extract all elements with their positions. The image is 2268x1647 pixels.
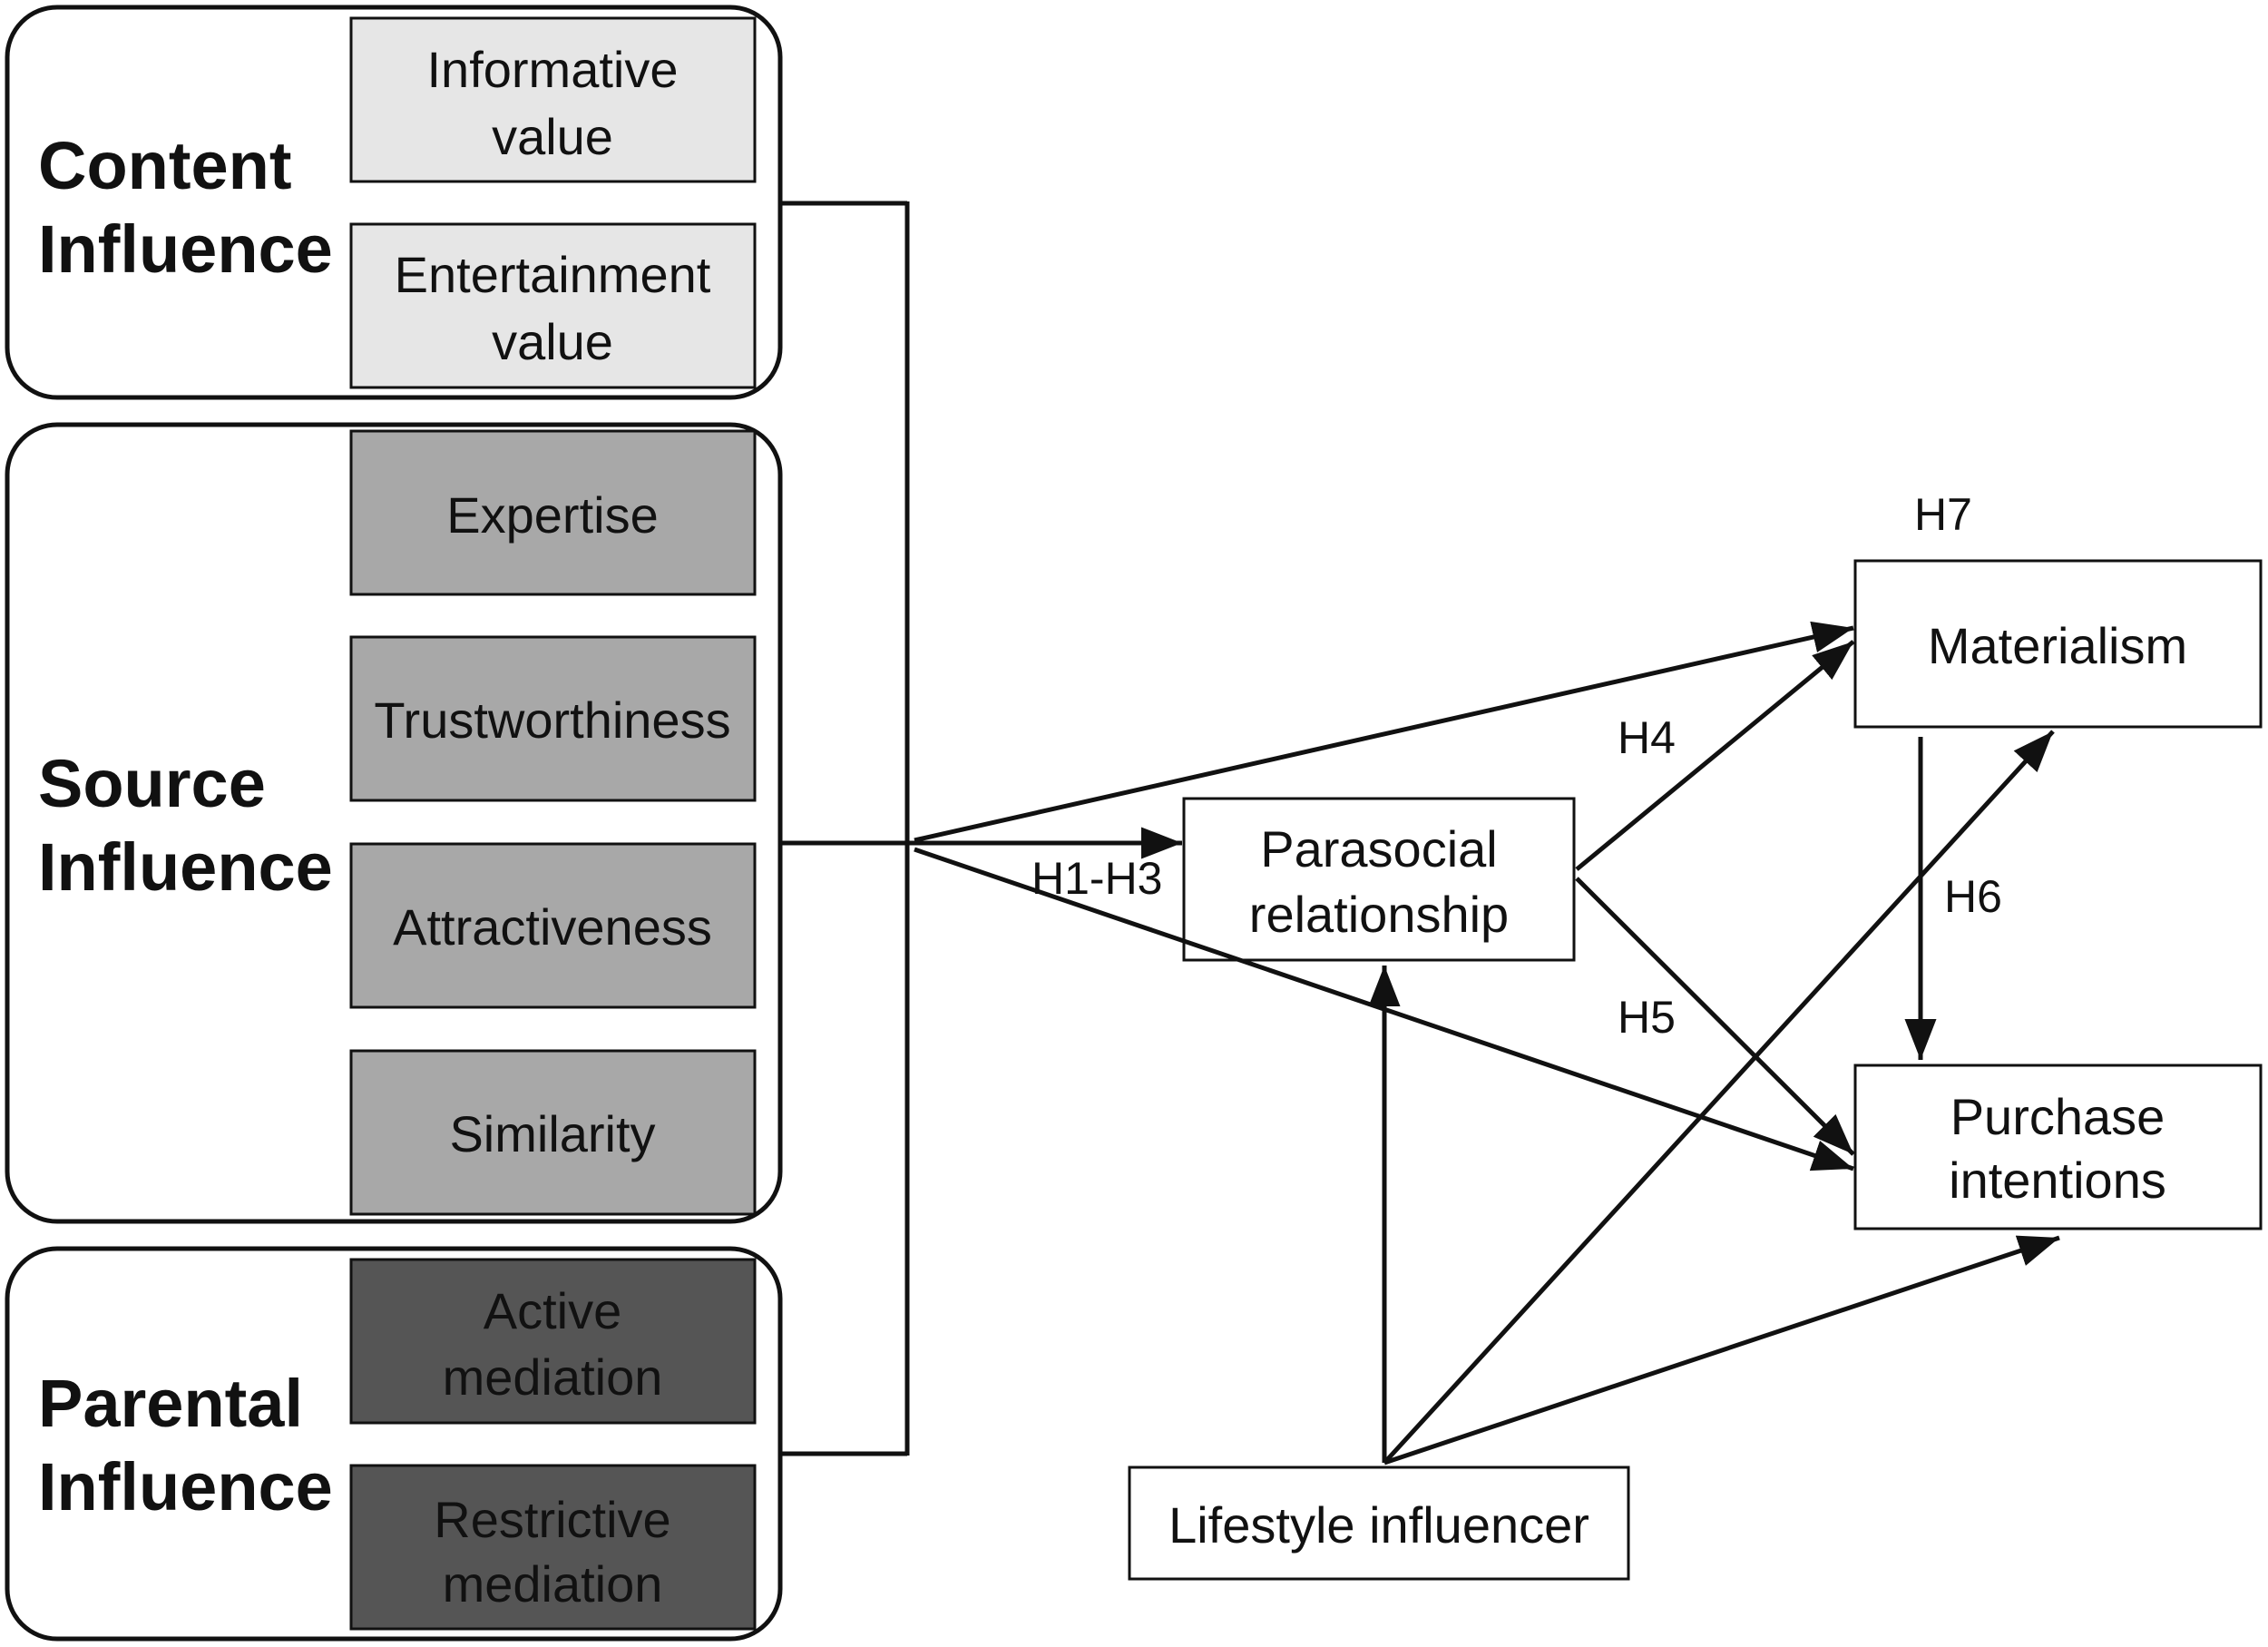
content-influence-title: Content: [38, 128, 292, 203]
source-influence-frame: [5, 422, 783, 1224]
lifestyle-influencer-box: Lifestyle influencer: [1128, 1466, 1630, 1581]
influence-bracket: [780, 201, 910, 1456]
arrow-parasocial-to-materialism: [1575, 640, 1855, 871]
expertise-box: Expertise: [349, 429, 757, 596]
trustworthiness-label: Trustworthiness: [374, 691, 730, 749]
arrow-lifestyle-to-purchase: [1383, 1235, 2060, 1466]
materialism-rect: [1853, 559, 2263, 729]
trustworthiness-box: Trustworthiness: [349, 635, 757, 802]
expertise-label: Expertise: [446, 486, 658, 544]
lifestyle-influencer-rect: [1128, 1466, 1630, 1581]
parental-influence-title: Parental: [38, 1366, 303, 1441]
purchase-intentions-label-2: intentions: [1949, 1152, 2166, 1209]
parasocial-relationship-rect: [1182, 797, 1576, 962]
restrictive-mediation-box: Restrictive mediation: [349, 1464, 757, 1631]
parental-influence-group: Parental Influence Active mediation Rest…: [5, 1246, 783, 1642]
parental-influence-title-2: Influence: [38, 1449, 333, 1524]
restrictive-mediation-rect: [349, 1464, 757, 1631]
source-influence-group: Source Influence Expertise Trustworthine…: [5, 422, 783, 1224]
similarity-label: Similarity: [449, 1105, 655, 1162]
entertainment-value-label-2: value: [492, 313, 613, 370]
content-influence-title-2: Influence: [38, 211, 333, 287]
informative-value-label: Informative: [427, 41, 679, 98]
parasocial-relationship-label-2: relationship: [1249, 886, 1509, 943]
arrow-lifestyle-to-materialism: [1383, 730, 2055, 1465]
lifestyle-influencer-label: Lifestyle influencer: [1168, 1496, 1589, 1554]
attractiveness-box: Attractiveness: [349, 842, 757, 1009]
hypothesis-h6-label: H6: [1944, 871, 2002, 922]
hypothesis-h4-label: H4: [1618, 712, 1676, 763]
hypothesis-h7-label: H7: [1914, 489, 1972, 540]
restrictive-mediation-label: Restrictive: [434, 1491, 670, 1548]
active-mediation-rect: [349, 1258, 757, 1425]
purchase-intentions-rect: [1853, 1064, 2263, 1230]
informative-value-box: Informative value: [349, 16, 757, 183]
active-mediation-label: Active: [484, 1282, 622, 1339]
entertainment-value-rect: [349, 222, 757, 389]
attractiveness-label: Attractiveness: [393, 898, 712, 956]
materialism-box: Materialism: [1853, 559, 2263, 729]
active-mediation-box: Active mediation: [349, 1258, 757, 1425]
source-influence-title-2: Influence: [38, 829, 333, 905]
hypothesis-h1-h3-label: H1-H3: [1031, 853, 1162, 904]
arrow-influences-to-materialism: [914, 621, 1854, 843]
parasocial-relationship-box: Parasocial relationship: [1182, 797, 1576, 962]
expertise-rect: [349, 429, 757, 596]
parasocial-relationship-label: Parasocial: [1260, 820, 1497, 877]
informative-value-label-2: value: [492, 108, 613, 165]
content-influence-group: Content Influence Informative value Ente…: [5, 5, 783, 400]
purchase-intentions-label: Purchase: [1950, 1088, 2165, 1145]
trustworthiness-rect: [349, 635, 757, 802]
entertainment-value-box: Entertainment value: [349, 222, 757, 389]
active-mediation-label-2: mediation: [443, 1348, 663, 1406]
hypothesis-h5-label: H5: [1618, 992, 1676, 1043]
similarity-box: Similarity: [349, 1049, 757, 1216]
similarity-rect: [349, 1049, 757, 1216]
purchase-intentions-box: Purchase intentions: [1853, 1064, 2263, 1230]
restrictive-mediation-label-2: mediation: [443, 1555, 663, 1613]
attractiveness-rect: [349, 842, 757, 1009]
informative-value-rect: [349, 16, 757, 183]
materialism-label: Materialism: [1928, 617, 2187, 674]
entertainment-value-label: Entertainment: [395, 246, 711, 303]
arrow-parasocial-to-purchase: [1575, 877, 1855, 1156]
source-influence-title: Source: [38, 746, 266, 821]
